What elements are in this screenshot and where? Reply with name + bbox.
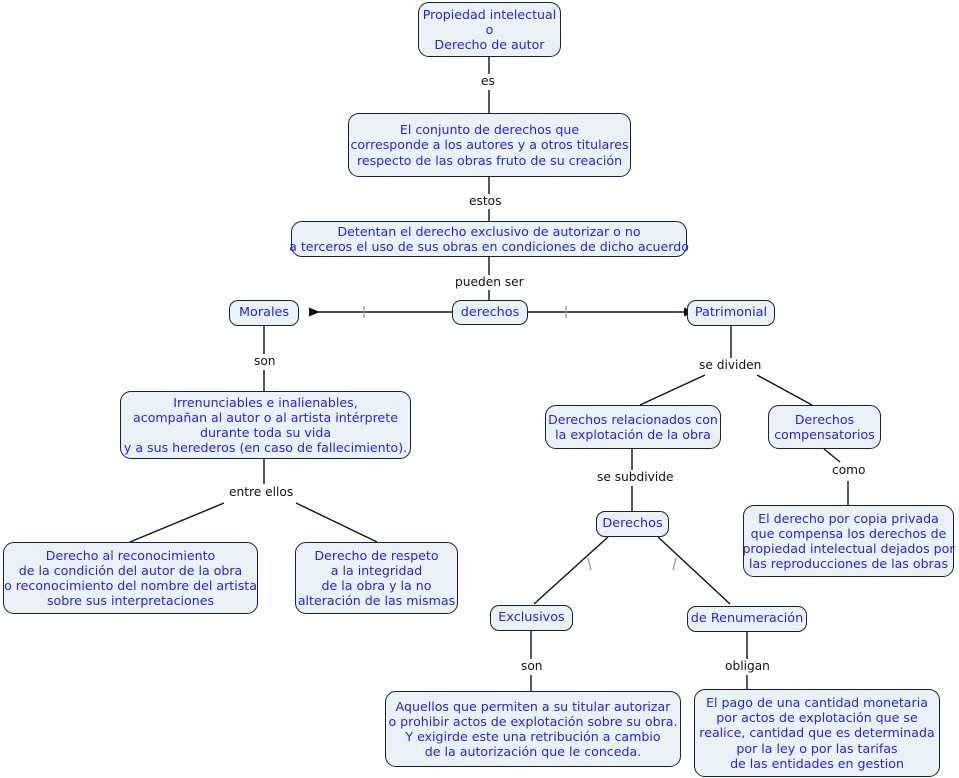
node-root[interactable]: Propiedad intelectual o Derecho de autor: [418, 2, 561, 57]
link-label-es: es: [479, 74, 497, 88]
node-de-renumeracion[interactable]: de Renumeración: [687, 606, 807, 632]
node-conjunto-derechos[interactable]: El conjunto de derechos que corresponde …: [348, 113, 631, 177]
node-copia-privada[interactable]: El derecho por copia privada que compens…: [742, 505, 955, 577]
node-derechos-sub[interactable]: Derechos: [596, 511, 669, 537]
node-irrenunciables[interactable]: Irrenunciables e inalienables, acompañan…: [120, 391, 411, 459]
link-label-obligan: obligan: [723, 659, 772, 673]
node-patrimonial[interactable]: Patrimonial: [687, 300, 775, 326]
link-label-como: como: [830, 463, 868, 477]
node-pago-cantidad[interactable]: El pago de una cantidad monetaria por ac…: [694, 689, 940, 777]
link-label-entre-ellos: entre ellos: [227, 485, 296, 499]
node-morales[interactable]: Morales: [229, 300, 299, 326]
node-derechos-hub[interactable]: derechos: [452, 300, 528, 325]
node-exclusivos[interactable]: Exclusivos: [490, 605, 573, 631]
link-label-son-morales: son: [252, 354, 278, 368]
link-label-pueden-ser: pueden ser: [453, 275, 526, 289]
node-derecho-respeto[interactable]: Derecho de respeto a la integridad de la…: [295, 542, 458, 614]
node-detentan-derecho-exclusivo[interactable]: Detentan el derecho exclusivo de autoriz…: [289, 221, 689, 257]
link-label-estos: estos: [467, 194, 504, 208]
node-aquellos-permiten[interactable]: Aquellos que permiten a su titular autor…: [385, 691, 681, 767]
node-derechos-explotacion[interactable]: Derechos relacionados con la explotación…: [545, 405, 721, 449]
link-label-se-dividen: se dividen: [697, 358, 764, 372]
link-label-son-exclusivos: son: [519, 659, 545, 673]
link-label-se-subdivide: se subdivide: [595, 470, 676, 484]
node-derechos-compensatorios[interactable]: Derechos compensatorios: [768, 405, 881, 449]
node-derecho-reconocimiento[interactable]: Derecho al reconocimiento de la condició…: [3, 542, 258, 614]
